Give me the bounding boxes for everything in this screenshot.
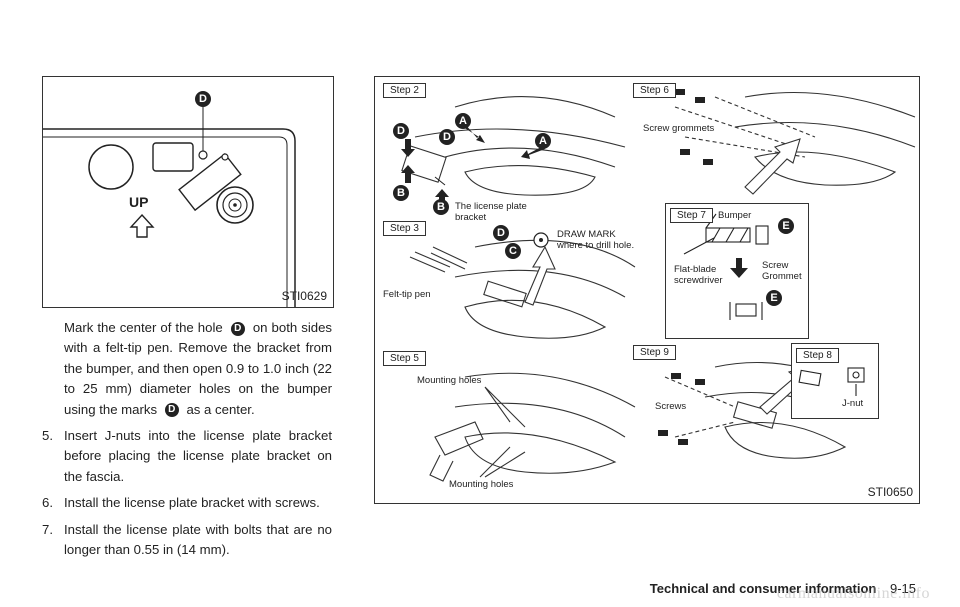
bracket-label: The license plate bracket <box>455 201 527 223</box>
marker-e-badge-2: E <box>766 290 782 306</box>
figure-code-left: STI0629 <box>281 289 327 303</box>
marker-a-badge: A <box>535 133 551 149</box>
step-7-inset: Step 7 Bumper Flat-blade screwdriver Scr… <box>665 203 809 339</box>
draw-mark-label: DRAW MARK where to drill hole. <box>557 229 635 251</box>
step-7-label: Step 7 <box>670 208 713 223</box>
marker-d-badge: D <box>493 225 509 241</box>
mounting-holes-bottom-label: Mounting holes <box>449 479 514 490</box>
marker-d-badge: D <box>439 129 455 145</box>
jnut-label: J-nut <box>842 398 864 409</box>
figure-code-right: STI0650 <box>867 485 913 499</box>
screws-label: Screws <box>655 401 687 412</box>
marker-d-inline-icon: D <box>230 321 245 336</box>
figure-installation-steps: Step 2 Step 3 Step 5 Step 6 Step 9 The l… <box>374 76 920 504</box>
step-5-label: Step 5 <box>383 351 426 366</box>
step-9-label: Step 9 <box>633 345 676 360</box>
marker-d-badge: D <box>195 91 211 107</box>
watermark-text: carmanualsonline.info <box>776 585 930 602</box>
step-8-label: Step 8 <box>796 348 839 363</box>
installation-illustration <box>401 89 916 482</box>
jnut-illustration <box>798 367 865 396</box>
marker-d-badge: D <box>393 123 409 139</box>
marker-a-badge: A <box>455 113 471 129</box>
marker-c-badge: C <box>505 243 521 259</box>
page-footer: Technical and consumer information 9-15 <box>650 581 916 596</box>
marker-d-inline-icon-2: D <box>164 403 179 418</box>
flat-blade-label: Flat-blade screwdriver <box>674 264 723 286</box>
list-item: 5. Insert J-nuts into the license plate … <box>42 428 332 484</box>
page-number: 9-15 <box>889 581 916 596</box>
felt-tip-label: Felt-tip pen <box>383 289 431 300</box>
list-item: 7. Install the license plate with bolts … <box>42 521 332 558</box>
step-6-label: Step 6 <box>633 83 676 98</box>
screw-grommets-label: Screw grommets <box>643 123 715 134</box>
figure-hole-marking: D UP STI0629 <box>42 76 334 308</box>
marker-b-badge: B <box>433 199 449 215</box>
step-8-inset: Step 8 J-nut <box>791 343 879 419</box>
step-3-label: Step 3 <box>383 221 426 236</box>
step-2-label: Step 2 <box>383 83 426 98</box>
screw-grommet-label: Screw Grommet <box>762 260 802 282</box>
mounting-holes-top-label: Mounting holes <box>417 375 482 386</box>
intro-paragraph: Mark the center of the hole D on both si… <box>64 320 333 418</box>
marker-b-badge: B <box>393 185 409 201</box>
hole-marking-illustration <box>43 107 296 307</box>
list-item: 6. Install the license plate bracket wit… <box>42 495 320 511</box>
footer-section-title: Technical and consumer information <box>649 581 877 596</box>
marker-e-badge: E <box>778 218 794 234</box>
instruction-text: Mark the center of the hole D on both si… <box>42 318 332 566</box>
up-label: UP <box>129 194 149 210</box>
bumper-label: Bumper <box>718 210 752 221</box>
